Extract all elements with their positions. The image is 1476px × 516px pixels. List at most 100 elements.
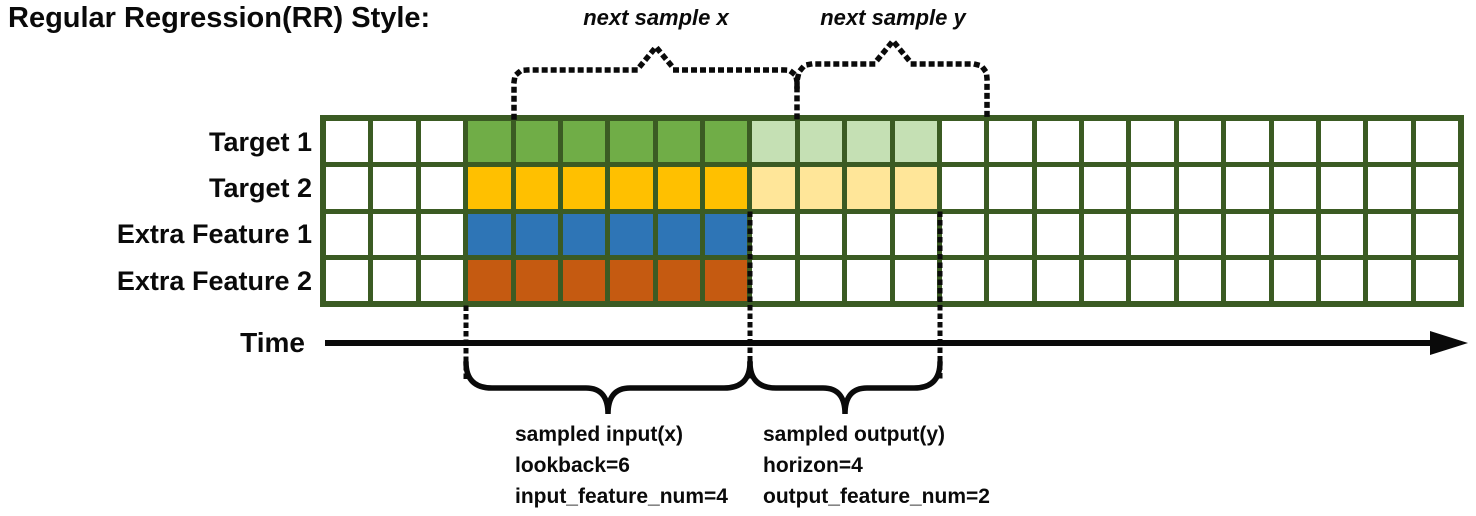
grid-cell: [1320, 121, 1364, 163]
grid-cell: [705, 259, 748, 301]
grid-cell: [657, 121, 700, 163]
grid-cell: [941, 259, 985, 301]
grid-cell: [373, 121, 416, 163]
grid-cell: [1131, 213, 1174, 255]
grid-cell: [1368, 121, 1411, 163]
grid-cell: [373, 259, 416, 301]
output-feature-num: output_feature_num=2: [763, 485, 990, 508]
grid-cell: [752, 213, 795, 255]
row-label-target-1: Target 1: [208, 127, 312, 157]
grid-cell: [326, 213, 369, 255]
grid-cell: [894, 213, 937, 255]
grid-cell: [1273, 213, 1316, 255]
grid-cell: [1131, 259, 1174, 301]
grid-cell: [610, 259, 653, 301]
grid-cell: [799, 121, 843, 163]
horizon-value: horizon=4: [763, 454, 863, 477]
grid-cell: [752, 167, 795, 209]
lookback-value: lookback=6: [515, 454, 630, 477]
grid-cell: [657, 167, 700, 209]
grid-cell: [1320, 213, 1364, 255]
next-sample-y-label: next sample y: [820, 5, 966, 30]
grid-cell: [1415, 167, 1458, 209]
grid-cell: [941, 213, 985, 255]
grid-cell: [515, 167, 558, 209]
sampled-input-note: sampled input(x) lookback=6 input_featur…: [515, 419, 728, 512]
grid-cell: [1273, 167, 1316, 209]
grid-cell: [420, 213, 464, 255]
grid-cell: [562, 167, 606, 209]
grid-cell: [420, 167, 464, 209]
grid-cell: [989, 167, 1032, 209]
grid-cell: [1226, 167, 1269, 209]
grid-cell: [1320, 259, 1364, 301]
grid-cell: [894, 167, 937, 209]
grid-cell: [562, 213, 606, 255]
grid-cell: [989, 259, 1032, 301]
grid-cell: [894, 259, 937, 301]
grid-cell: [1226, 259, 1269, 301]
grid-cell: [752, 259, 795, 301]
next-sample-x-label: next sample x: [583, 5, 729, 30]
grid-cell: [562, 259, 606, 301]
grid-cell: [1036, 121, 1079, 163]
grid-cell: [1178, 213, 1222, 255]
grid-cell: [705, 213, 748, 255]
sampled-input-title: sampled input(x): [515, 423, 684, 446]
sampled-input-underbrace: [463, 359, 753, 415]
grid-cell: [468, 259, 511, 301]
grid-cell: [610, 213, 653, 255]
grid-cell: [752, 121, 795, 163]
next-sample-y-brace: [794, 36, 990, 120]
grid-cell: [1178, 259, 1222, 301]
grid-cell: [373, 213, 416, 255]
grid-cell: [468, 121, 511, 163]
grid-cell: [515, 121, 558, 163]
grid-cell: [610, 167, 653, 209]
sampled-output-note: sampled output(y) horizon=4 output_featu…: [763, 419, 990, 512]
grid-cell: [1131, 121, 1174, 163]
time-arrow-head: [1430, 331, 1468, 355]
grid-cell: [326, 121, 369, 163]
grid-cell: [989, 213, 1032, 255]
grid-cell: [468, 213, 511, 255]
grid-cell: [1036, 213, 1079, 255]
grid-cell: [1415, 121, 1458, 163]
grid-cell: [1368, 213, 1411, 255]
figure-title: Regular Regression(RR) Style:: [8, 2, 431, 34]
grid-cell: [1084, 259, 1127, 301]
grid-cell: [1368, 167, 1411, 209]
grid-cell: [705, 121, 748, 163]
grid-cell: [1273, 259, 1316, 301]
row-label-target-2: Target 2: [208, 173, 312, 203]
grid-cell: [1084, 121, 1127, 163]
grid-cell: [847, 121, 890, 163]
grid-cell: [1273, 121, 1316, 163]
grid-cell: [1036, 167, 1079, 209]
grid-cell: [468, 167, 511, 209]
grid-cell: [373, 167, 416, 209]
sampled-output-title: sampled output(y): [763, 423, 945, 446]
grid-cell: [1178, 167, 1222, 209]
grid-cell: [657, 213, 700, 255]
time-axis-label: Time: [240, 327, 305, 358]
row-label-extra-feature-2: Extra Feature 2: [116, 266, 312, 296]
next-sample-x-brace: [511, 42, 800, 120]
grid-cell: [1131, 167, 1174, 209]
grid-cell: [420, 121, 464, 163]
grid-cell: [847, 167, 890, 209]
grid-cell: [326, 259, 369, 301]
sampled-output-underbrace: [747, 359, 943, 415]
grid-cell: [1415, 259, 1458, 301]
grid-cell: [941, 167, 985, 209]
grid-cell: [1226, 213, 1269, 255]
grid-cell: [1178, 121, 1222, 163]
grid-cell: [1320, 167, 1364, 209]
grid-cell: [515, 213, 558, 255]
input-feature-num: input_feature_num=4: [515, 485, 728, 508]
grid-cell: [420, 259, 464, 301]
time-series-grid: [320, 115, 1464, 307]
grid-cell: [799, 167, 843, 209]
grid-cell: [799, 213, 843, 255]
